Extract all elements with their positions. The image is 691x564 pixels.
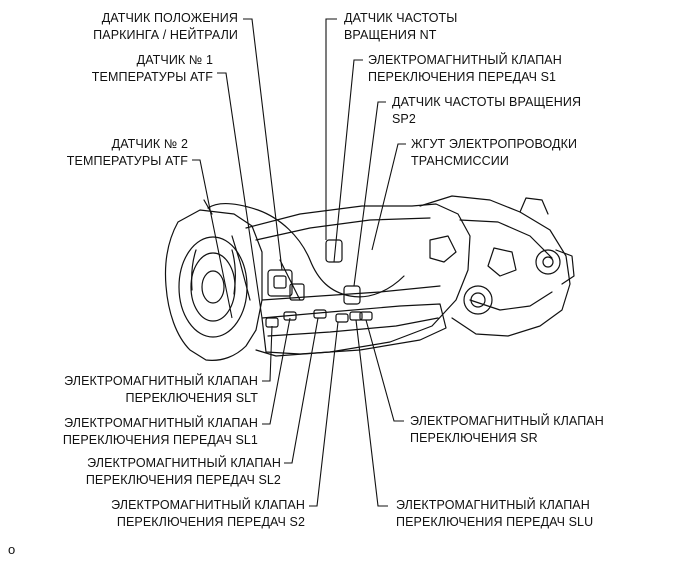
leader-sl2: [284, 317, 319, 464]
leader-sp2: [353, 101, 386, 287]
label-solenoid-s1: ЭЛЕКТРОМАГНИТНЫЙ КЛАПАН ПЕРЕКЛЮЧЕНИЯ ПЕР…: [368, 53, 562, 84]
leader-sr: [365, 319, 404, 422]
label-solenoid-sl2: ЭЛЕКТРОМАГНИТНЫЙ КЛАПАН ПЕРЕКЛЮЧЕНИЯ ПЕР…: [85, 456, 281, 487]
label-atf-temp-sensor-2: ДАТЧИК № 2 ТЕМПЕРАТУРЫ ATF: [66, 137, 188, 168]
leader-park-neutral: [243, 18, 283, 271]
leader-slt: [262, 325, 273, 382]
main-case: [245, 203, 471, 357]
bell-housing: [164, 209, 263, 361]
label-solenoid-slu: ЭЛЕКТРОМАГНИТНЫЙ КЛАПАН ПЕРЕКЛЮЧЕНИЯ ПЕР…: [396, 498, 594, 529]
park-neutral-switch: [267, 269, 293, 297]
label-speed-sensor-sp2: ДАТЧИК ЧАСТОТЫ ВРАЩЕНИЯ SP2: [392, 95, 582, 126]
label-solenoid-sl1: ЭЛЕКТРОМАГНИТНЫЙ КЛАПАН ПЕРЕКЛЮЧЕНИЯ ПЕР…: [62, 416, 258, 447]
leader-harness: [371, 143, 406, 251]
label-transmission-harness: ЖГУТ ЭЛЕКТРОПРОВОДКИ ТРАНСМИССИИ: [411, 137, 578, 168]
leader-speed-nt: [325, 18, 337, 240]
leader-sl1: [262, 317, 291, 425]
extension-housing: [419, 195, 571, 337]
footer-mark: o: [8, 542, 16, 557]
leader-s2: [309, 321, 339, 507]
leader-atf2: [192, 159, 233, 319]
label-solenoid-slt: ЭЛЕКТРОМАГНИТНЫЙ КЛАПАН ПЕРЕКЛЮЧЕНИЯ SLT: [64, 374, 258, 405]
label-atf-temp-sensor-1: ДАТЧИК № 1 ТЕМПЕРАТУРЫ ATF: [91, 53, 213, 84]
label-park-neutral-sensor: ДАТЧИК ПОЛОЖЕНИЯ ПАРКИНГА / НЕЙТРАЛИ: [93, 11, 238, 42]
wire-harness: [207, 202, 405, 298]
leader-slu: [355, 319, 388, 507]
label-solenoid-sr: ЭЛЕКТРОМАГНИТНЫЙ КЛАПАН ПЕРЕКЛЮЧЕНИЯ SR: [410, 414, 604, 445]
leader-s1: [333, 59, 363, 263]
label-speed-sensor-nt: ДАТЧИК ЧАСТОТЫ ВРАЩЕНИЯ NT: [344, 11, 458, 42]
leader-atf1: [217, 72, 263, 319]
label-solenoid-s2: ЭЛЕКТРОМАГНИТНЫЙ КЛАПАН ПЕРЕКЛЮЧЕНИЯ ПЕР…: [111, 498, 305, 529]
